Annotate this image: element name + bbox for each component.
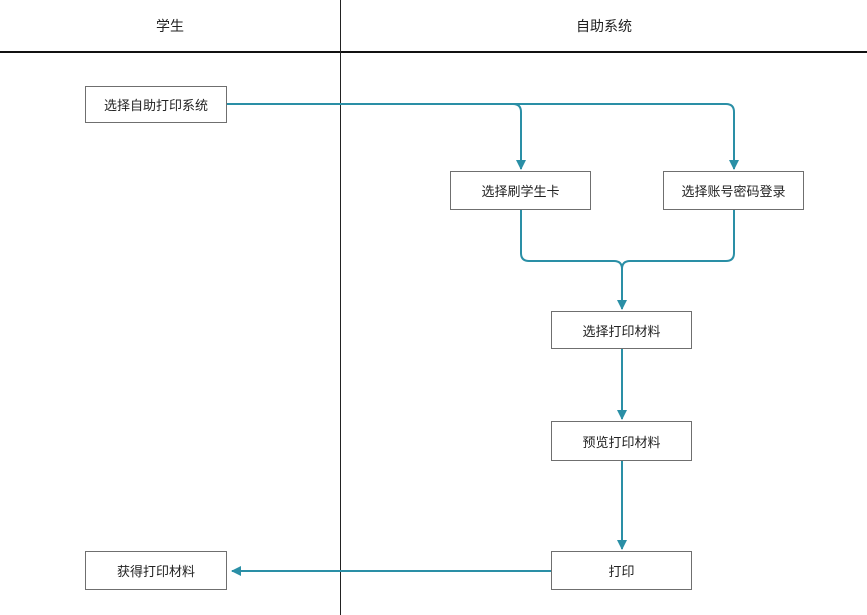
edge-start-to-account-login: [513, 103, 739, 170]
edge-account-login-to-select-material: [621, 210, 735, 270]
node-select-system: 选择自助打印系统: [85, 86, 227, 123]
node-preview-material: 预览打印材料: [551, 421, 692, 461]
lane-divider: [340, 0, 341, 615]
lane-header-system: 自助系统: [576, 19, 632, 35]
edge-swipe-card-to-select-material: [520, 210, 627, 310]
edge-start-to-swipe-card: [227, 103, 526, 170]
lane-header-student: 学生: [156, 19, 184, 35]
node-account-login: 选择账号密码登录: [663, 171, 804, 210]
node-print: 打印: [551, 551, 692, 590]
header-divider: [0, 51, 867, 53]
node-select-material: 选择打印材料: [551, 311, 692, 349]
node-swipe-card: 选择刷学生卡: [450, 171, 591, 210]
node-get-material: 获得打印材料: [85, 551, 227, 590]
